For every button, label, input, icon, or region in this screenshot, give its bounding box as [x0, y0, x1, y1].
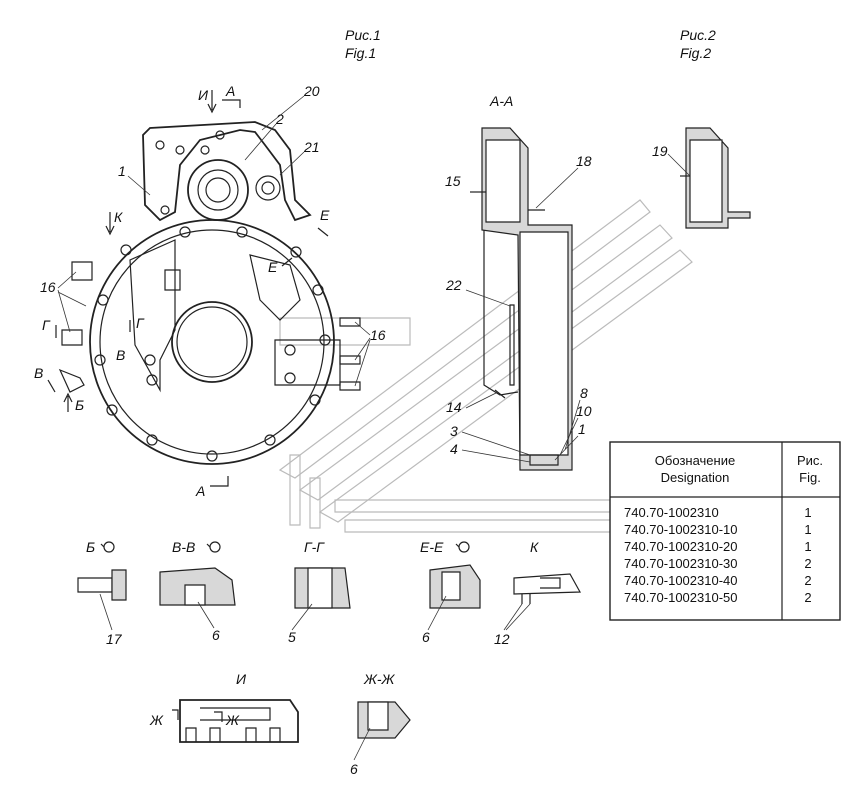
marker-a-top: А — [225, 83, 235, 99]
view-gg-title: Г-Г — [304, 539, 325, 555]
table-cell-fig: 1 — [804, 505, 811, 520]
marker-a-bottom: А — [195, 483, 205, 499]
callout-22: 22 — [445, 277, 462, 293]
table-header-fig-ru: Рис. — [797, 453, 823, 468]
view-gg-detail — [294, 567, 351, 609]
table-header-designation-en: Designation — [661, 470, 730, 485]
table-cell-designation: 740.70-1002310-50 — [624, 590, 738, 605]
fig2-caption-ru: Рис.2 — [680, 27, 716, 43]
marker-v2: В — [116, 347, 125, 363]
marker-b: Б — [75, 397, 84, 413]
table-cell-designation: 740.70-1002310 — [624, 505, 719, 520]
view-k-detail — [513, 573, 582, 604]
table-cell-designation: 740.70-1002310-20 — [624, 539, 738, 554]
rotate-icon — [206, 541, 221, 553]
marker-g1: Г — [42, 317, 51, 333]
table-cell-designation: 740.70-1002310-40 — [624, 573, 738, 588]
fig2-section-view — [680, 127, 751, 229]
callout-20: 20 — [303, 83, 320, 99]
table-cell-fig: 1 — [804, 539, 811, 554]
table-cell-designation: 740.70-1002310-30 — [624, 556, 738, 571]
fig2-caption-en: Fig.2 — [680, 45, 711, 61]
callout-6c: 6 — [350, 761, 358, 777]
table-cell-designation: 740.70-1002310-10 — [624, 522, 738, 537]
section-aa-view — [470, 127, 573, 471]
view-zhzh-detail — [357, 701, 411, 739]
table-header-fig-en: Fig. — [799, 470, 821, 485]
callout-6b: 6 — [422, 629, 430, 645]
callout-2: 2 — [275, 111, 284, 127]
view-ee-detail — [429, 564, 481, 609]
fig1-caption-ru: Рис.1 — [345, 27, 381, 43]
rotate-icon — [100, 541, 115, 553]
table-cell-fig: 1 — [804, 522, 811, 537]
designation-table — [609, 441, 841, 621]
view-b-title: Б — [86, 539, 95, 555]
callout-16-left: 16 — [40, 279, 56, 295]
rotate-icon — [455, 541, 470, 553]
callout-6a: 6 — [212, 627, 220, 643]
marker-g2: Г — [136, 315, 145, 331]
view-i-detail — [179, 699, 299, 743]
callout-5: 5 — [288, 629, 296, 645]
view-zhzh-title: Ж-Ж — [363, 671, 396, 687]
callout-12: 12 — [494, 631, 510, 647]
callout-4: 4 — [450, 441, 458, 457]
callout-19: 19 — [652, 143, 668, 159]
bolt-holes — [94, 130, 331, 462]
callout-16-right: 16 — [370, 327, 386, 343]
callout-14: 14 — [446, 399, 462, 415]
marker-e1: Е — [320, 207, 330, 223]
callout-1: 1 — [118, 163, 126, 179]
callout-17: 17 — [106, 631, 123, 647]
flywheel-housing-front-view — [58, 121, 361, 465]
table-cell-fig: 2 — [804, 573, 811, 588]
callout-11: 1 — [578, 421, 586, 437]
callout-8: 8 — [580, 385, 588, 401]
section-aa-title: А-А — [489, 93, 513, 109]
view-k-title: К — [530, 539, 539, 555]
marker-zh1: Ж — [149, 712, 164, 728]
callout-15: 15 — [445, 173, 461, 189]
marker-k: К — [114, 209, 123, 225]
callout-10: 10 — [576, 403, 592, 419]
view-ee-title: Е-Е — [420, 539, 444, 555]
callout-3: 3 — [450, 423, 458, 439]
table-header-designation-ru: Обозначение — [655, 453, 735, 468]
marker-e2: Е — [268, 259, 278, 275]
marker-v1: В — [34, 365, 43, 381]
table-cell-fig: 2 — [804, 590, 811, 605]
callout-21: 21 — [303, 139, 320, 155]
table-cell-fig: 2 — [804, 556, 811, 571]
marker-i: И — [198, 87, 209, 103]
table-rows: 740.70-1002310 1 740.70-1002310-10 1 740.70-… — [624, 505, 812, 605]
view-i-title: И — [236, 671, 247, 687]
view-b-detail — [77, 569, 127, 601]
view-vv-detail — [159, 567, 236, 606]
marker-zh2: Ж — [225, 712, 240, 728]
callout-18: 18 — [576, 153, 592, 169]
fig1-caption-en: Fig.1 — [345, 45, 376, 61]
view-vv-title: В-В — [172, 539, 195, 555]
